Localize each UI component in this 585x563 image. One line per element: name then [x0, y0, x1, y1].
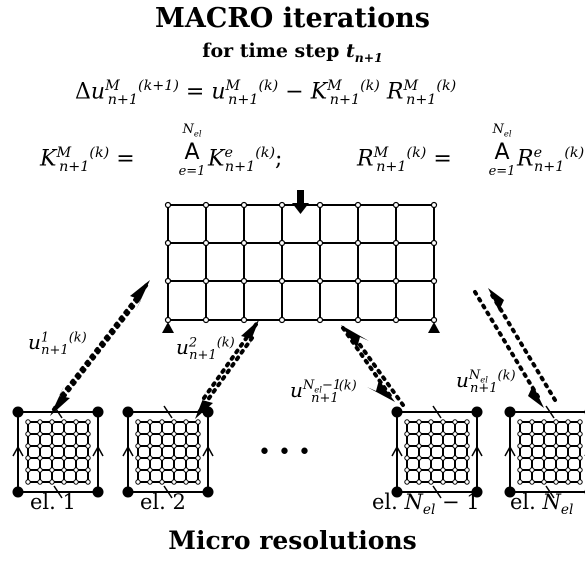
- micro-cell-3: [391, 405, 483, 499]
- micro-cell-1: [12, 405, 104, 499]
- ellipsis: • • •: [258, 440, 311, 465]
- element-stiffness: Ken+1(k);: [208, 145, 283, 175]
- micro-cell-4: [504, 405, 585, 499]
- element-label-1: el. 1: [30, 490, 76, 514]
- assembly-operator-k: Nel A e=1: [178, 122, 206, 179]
- micro-label-3: uNel−1n+1(k): [290, 378, 357, 406]
- micro-label-2: u2n+1(k): [176, 335, 235, 363]
- micro-resolutions-title: Micro resolutions: [168, 526, 417, 555]
- load-arrow: [292, 190, 309, 214]
- macro-mesh-nodes: [164, 201, 438, 324]
- time-step-subtitle: for time step tn+1: [202, 40, 383, 65]
- residual-assembly: RMn+1(k) =: [357, 145, 452, 175]
- micro-cell-2: [122, 405, 214, 499]
- update-equation: ΔuMn+1(k+1) = uMn+1(k) − KMn+1(k) RMn+1(…: [75, 78, 457, 108]
- element-label-3: el. Nel − 1: [372, 490, 480, 519]
- macro-mesh: [167, 204, 435, 321]
- element-label-2: el. 2: [140, 490, 186, 514]
- micro-label-4: uNeln+1(k): [456, 368, 516, 396]
- stiffness-assembly: KMn+1(k) =: [40, 145, 135, 175]
- assembly-operator-r: Nel A e=1: [488, 122, 516, 179]
- support-triangles: [162, 322, 440, 333]
- micro-label-1: u1n+1(k): [28, 330, 87, 358]
- element-residual: Ren+1(k): [517, 145, 585, 175]
- diagram-title: MACRO iterations: [155, 3, 430, 34]
- element-label-4: el. Nel: [510, 490, 574, 519]
